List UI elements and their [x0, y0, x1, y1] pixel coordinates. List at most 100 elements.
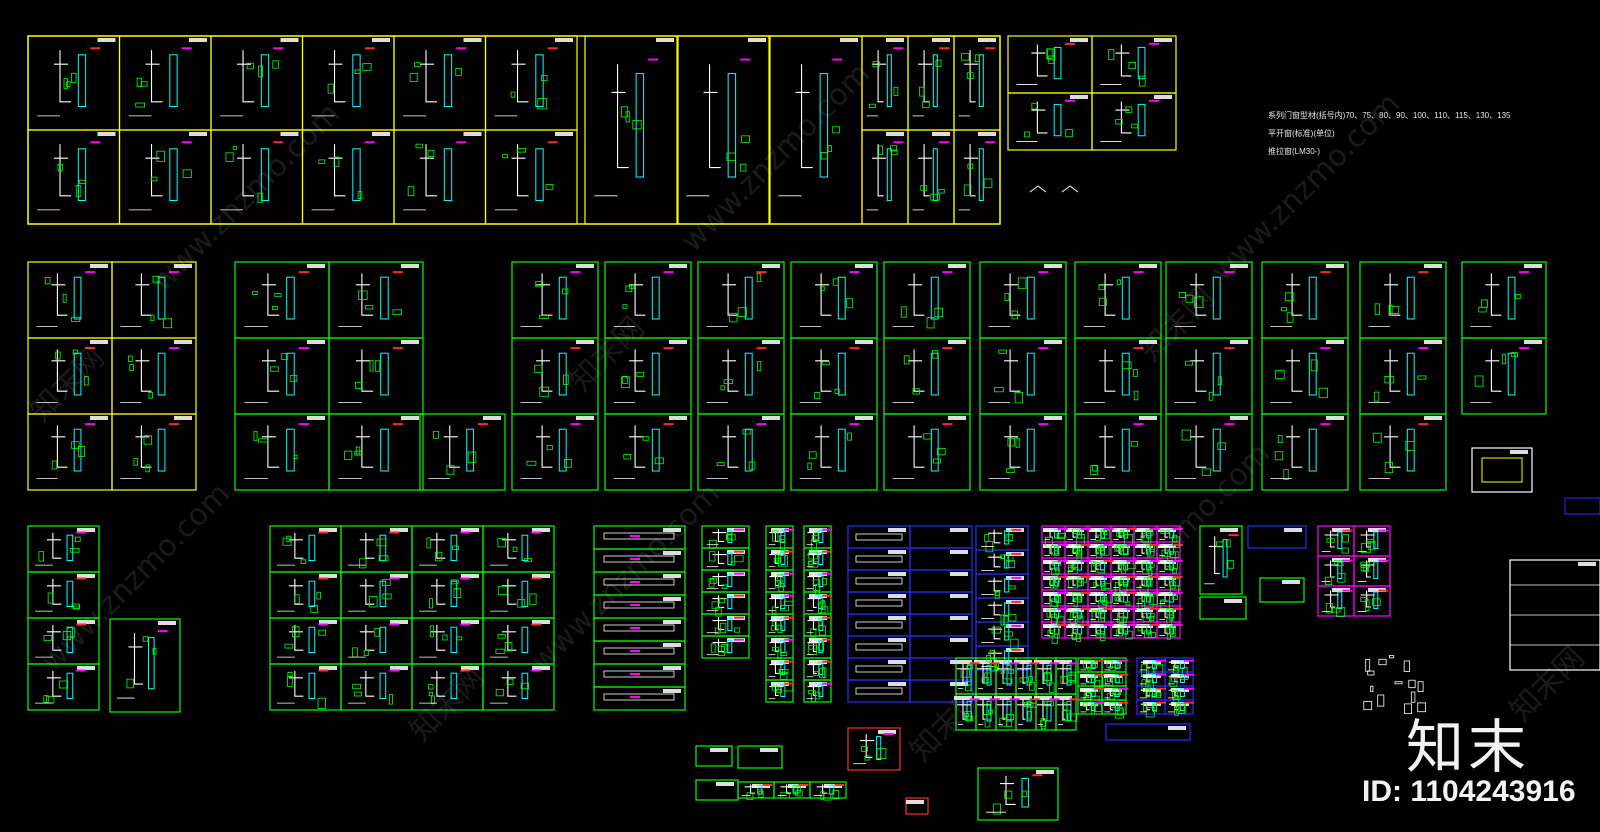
- profile-detail: [1104, 701, 1129, 719]
- profile-detail: [220, 141, 284, 211]
- detail-title-tab: [1135, 608, 1153, 612]
- detail-title-tab: [90, 264, 108, 268]
- profile-detail: [520, 347, 581, 404]
- detail-frame: [979, 413, 1067, 491]
- detail-title-tab: [390, 574, 408, 578]
- detail-title-tab: [771, 616, 789, 620]
- detail-frame: [419, 413, 506, 491]
- detail-title-tab: [950, 572, 968, 576]
- profile-detail: [768, 616, 795, 634]
- detail-title-tab: [663, 666, 681, 670]
- profile-detail: [1136, 575, 1160, 593]
- profile-detail: [1470, 347, 1530, 404]
- profile-detail: [912, 47, 950, 117]
- detail-title-tab: [760, 748, 778, 752]
- detail-title-tab: [1139, 416, 1157, 420]
- profile-detail: [1357, 589, 1389, 612]
- profile-detail: [1090, 575, 1114, 591]
- profile-detail: [1016, 99, 1076, 142]
- detail-title-tab: [461, 666, 479, 670]
- profile-detail: [1067, 623, 1091, 642]
- profile-detail: [1090, 543, 1114, 559]
- profile-detail: [1100, 42, 1160, 87]
- profile-detail: [768, 550, 795, 568]
- detail-title-tab: [97, 38, 116, 42]
- profile-detail: [1017, 698, 1040, 725]
- detail-title-tab: [576, 340, 594, 344]
- profile-detail: [419, 531, 471, 566]
- profile-detail: [244, 423, 309, 480]
- detail-title-tab: [174, 416, 192, 420]
- profile-detail: [520, 423, 581, 480]
- detail-title-tab: [401, 340, 419, 344]
- detail-drawings: [35, 42, 1530, 815]
- profile-detail: [686, 58, 751, 197]
- profile-detail: [988, 423, 1049, 480]
- profile-detail: [277, 623, 329, 658]
- detail-frame: [1199, 525, 1243, 595]
- profile-detail: [490, 669, 542, 704]
- profile-detail: [1080, 673, 1105, 692]
- detail-title-tab: [669, 416, 687, 420]
- detail-frame: [697, 413, 785, 491]
- detail-title-tab: [716, 782, 734, 786]
- profile-detail: [120, 423, 180, 480]
- profile-detail: [1321, 589, 1353, 617]
- profile-detail: [1044, 543, 1068, 556]
- profile-detail: [490, 531, 542, 566]
- profile-detail: [1113, 543, 1137, 556]
- detail-title-tab: [1034, 696, 1052, 700]
- detail-title-tab: [1066, 560, 1084, 564]
- detail-title-tab: [90, 340, 108, 344]
- detail-title-tab: [771, 572, 789, 576]
- detail-title-tab: [663, 597, 681, 601]
- detail-title-tab: [888, 594, 906, 598]
- detail-title-tab: [1284, 528, 1302, 532]
- profile-detail: [1368, 423, 1429, 480]
- profile-detail: [1037, 698, 1060, 730]
- profile-detail: [338, 423, 403, 480]
- detail-frame: [695, 745, 733, 767]
- detail-title-tab: [1578, 562, 1596, 566]
- detail-frames: [27, 35, 1600, 821]
- profile-detail: [706, 594, 744, 617]
- detail-title-tab: [77, 620, 95, 624]
- detail-title-tab: [669, 264, 687, 268]
- detail-title-tab: [771, 528, 789, 532]
- profile-detail: [1167, 659, 1195, 678]
- profile-detail: [1136, 559, 1160, 576]
- profile-detail: [706, 423, 767, 480]
- profile-detail: [981, 528, 1022, 553]
- detail-title-tab: [809, 550, 827, 554]
- detail-title-tab: [1089, 576, 1107, 580]
- profile-detail: [1100, 99, 1160, 142]
- profile-detail: [866, 141, 904, 211]
- profile-detail: [403, 47, 467, 117]
- detail-title-tab: [948, 340, 966, 344]
- detail-title-tab: [319, 574, 337, 578]
- profile-detail: [1167, 673, 1195, 687]
- detail-title-tab: [1066, 592, 1084, 596]
- detail-title-tab: [1135, 560, 1153, 564]
- profile-detail: [892, 423, 953, 480]
- profile-detail: [348, 531, 400, 569]
- detail-title-tab: [1368, 558, 1386, 562]
- detail-title-tab: [1066, 624, 1084, 628]
- profile-detail: [806, 616, 833, 638]
- detail-title-tab: [809, 528, 827, 532]
- detail-frame: [1199, 596, 1247, 620]
- detail-title-tab: [1158, 560, 1176, 564]
- profile-detail: [988, 347, 1049, 404]
- profile-detail: [986, 774, 1043, 815]
- detail-title-tab: [888, 572, 906, 576]
- detail-title-tab: [771, 594, 789, 598]
- detail-title-tab: [950, 682, 968, 686]
- detail-title-tab: [1524, 340, 1542, 344]
- detail-title-tab: [978, 132, 996, 136]
- profile-detail: [1357, 559, 1389, 582]
- profile-detail: [1080, 659, 1105, 671]
- detail-title-tab: [319, 620, 337, 624]
- profile-detail: [403, 141, 467, 211]
- profile-detail: [806, 660, 833, 679]
